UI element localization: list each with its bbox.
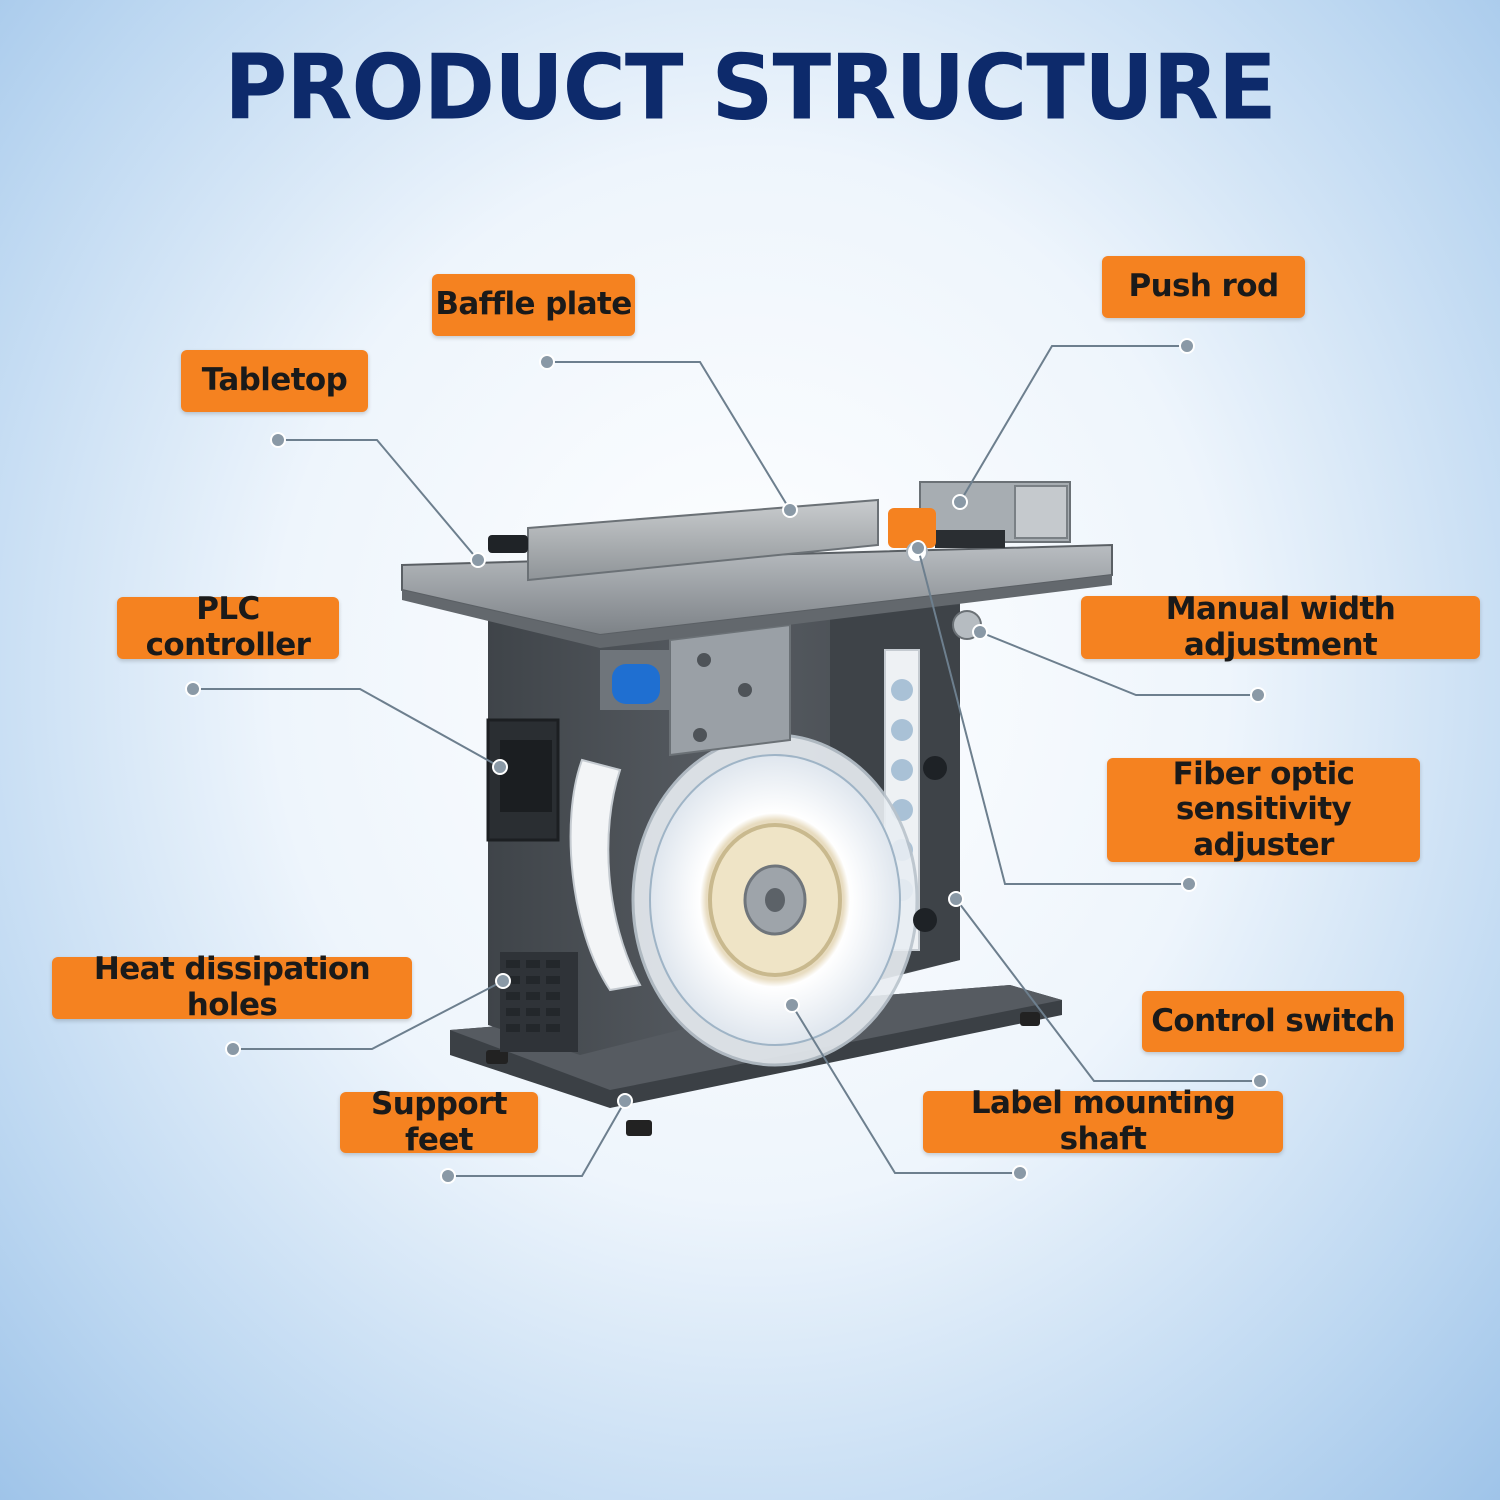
callout-fiber-optic-line2: sensitivity adjuster — [1175, 791, 1352, 863]
callout-fiber-optic-adjuster: Fiber optic sensitivity adjuster — [1107, 755, 1420, 863]
heat-dissipation-grid — [500, 952, 578, 1052]
callout-label-mounting-shaft: Label mounting shaft — [923, 1085, 1283, 1157]
callout-push-rod: Push rod — [1102, 256, 1305, 318]
callout-manual-width-adjustment-text: Manual width adjustment — [1165, 590, 1396, 663]
leader-baffle-plate — [547, 361, 791, 511]
callout-push-rod-text: Push rod — [1128, 268, 1279, 305]
support-feet-shapes — [486, 1012, 1040, 1136]
leader-label-shaft — [791, 1004, 1020, 1174]
callout-baffle-plate: Baffle plate — [432, 274, 635, 336]
leader-plc-controller — [193, 688, 501, 768]
label-roll — [631, 733, 919, 1067]
callout-plc-controller-text: PLC controller — [145, 591, 311, 663]
push-rod-assembly — [888, 481, 1071, 563]
leader-push-rod — [959, 345, 1187, 503]
leader-manual-width — [979, 631, 1258, 696]
callout-plc-controller: PLC controller — [117, 591, 339, 663]
leader-lines — [193, 345, 1260, 1177]
callout-control-switch-text: Control switch — [1151, 1002, 1395, 1039]
callout-tabletop-text: Tabletop — [201, 362, 348, 399]
leader-dots — [185, 338, 1268, 1184]
callout-tabletop: Tabletop — [181, 350, 368, 412]
leader-heat-dissipation — [233, 980, 504, 1050]
callout-heat-dissipation-holes: Heat dissipation holes — [52, 951, 412, 1023]
callout-label-mounting-shaft-text: Label mounting shaft — [970, 1085, 1236, 1157]
leader-tabletop — [278, 439, 479, 561]
callout-support-feet-text: Support feet — [371, 1085, 508, 1158]
roller-mechanism — [600, 623, 791, 757]
callout-fiber-optic-line1: Fiber optic — [1172, 755, 1355, 792]
callout-heat-dissipation-holes-text: Heat dissipation holes — [93, 951, 371, 1023]
page-title: PRODUCT STRUCTURE — [224, 35, 1277, 141]
callout-manual-width-adjustment: Manual width adjustment — [1081, 591, 1480, 662]
leader-fiber-optic — [917, 547, 1189, 885]
callout-control-switch: Control switch — [1142, 991, 1404, 1052]
leader-support-feet — [448, 1100, 626, 1177]
baffle-plate-shape — [488, 498, 879, 582]
callout-baffle-plate-text: Baffle plate — [435, 286, 632, 323]
callout-support-feet: Support feet — [340, 1086, 538, 1157]
leader-control-switch — [955, 898, 1260, 1082]
